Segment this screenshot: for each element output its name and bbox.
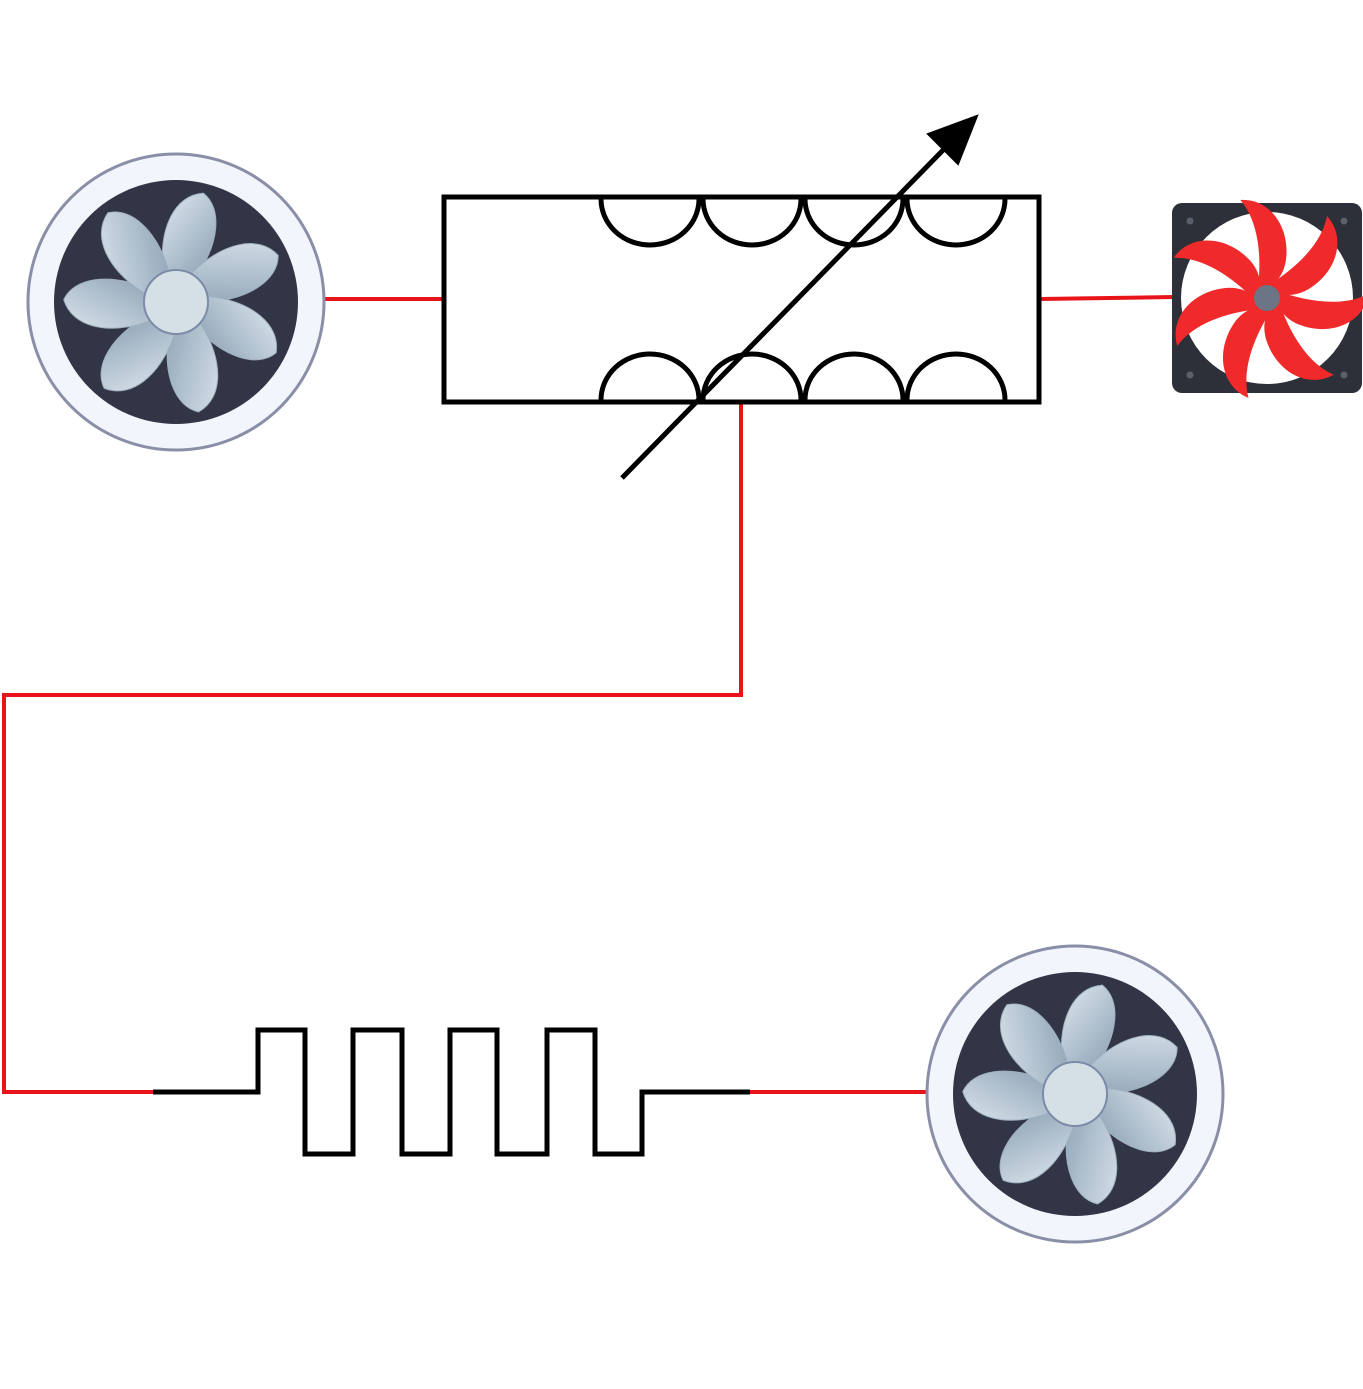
fan-blade	[100, 316, 175, 392]
fan-blade	[63, 278, 150, 329]
heater-element-symbol	[153, 1027, 750, 1157]
variable-arrow-head	[926, 114, 979, 166]
fan-blade	[1223, 307, 1273, 398]
transformer-body	[441, 194, 1042, 405]
fan-blade	[1095, 1087, 1177, 1153]
fan-blade	[999, 1108, 1074, 1184]
fan-blade	[1173, 240, 1260, 301]
fan-blade	[1090, 1035, 1178, 1095]
wire-transformer-to-right-fan	[1039, 295, 1176, 301]
variable-transformer-symbol	[441, 114, 1042, 480]
fan-blade	[1267, 216, 1338, 295]
wires	[2, 295, 1176, 1094]
fan-blade	[100, 211, 169, 294]
fan-blade	[166, 323, 219, 413]
fan-blades	[962, 984, 1178, 1205]
fan-icon	[925, 944, 1225, 1244]
heater-square-wave	[153, 1027, 750, 1157]
fan-blade	[1175, 287, 1262, 346]
wire-transformer-to-heater	[2, 403, 743, 1094]
variable-arrow-shaft	[620, 141, 952, 480]
fan-blade	[1264, 300, 1334, 380]
fan-blade	[962, 1070, 1049, 1121]
fan-blades	[1173, 199, 1363, 398]
fan-blade	[1240, 199, 1287, 291]
fan-blade	[161, 192, 217, 276]
fan-blade	[196, 295, 278, 361]
fan-blade	[1065, 1115, 1118, 1205]
fan-blade	[999, 1003, 1068, 1086]
lower-coil	[598, 351, 1008, 401]
fan-icon	[26, 152, 326, 452]
fan-blade	[191, 243, 279, 303]
upper-coil	[598, 198, 1008, 248]
fan-blade	[1060, 984, 1116, 1068]
fan-blade	[1276, 290, 1363, 330]
red-fan-icon	[1172, 199, 1363, 398]
fan-blades	[63, 192, 279, 413]
